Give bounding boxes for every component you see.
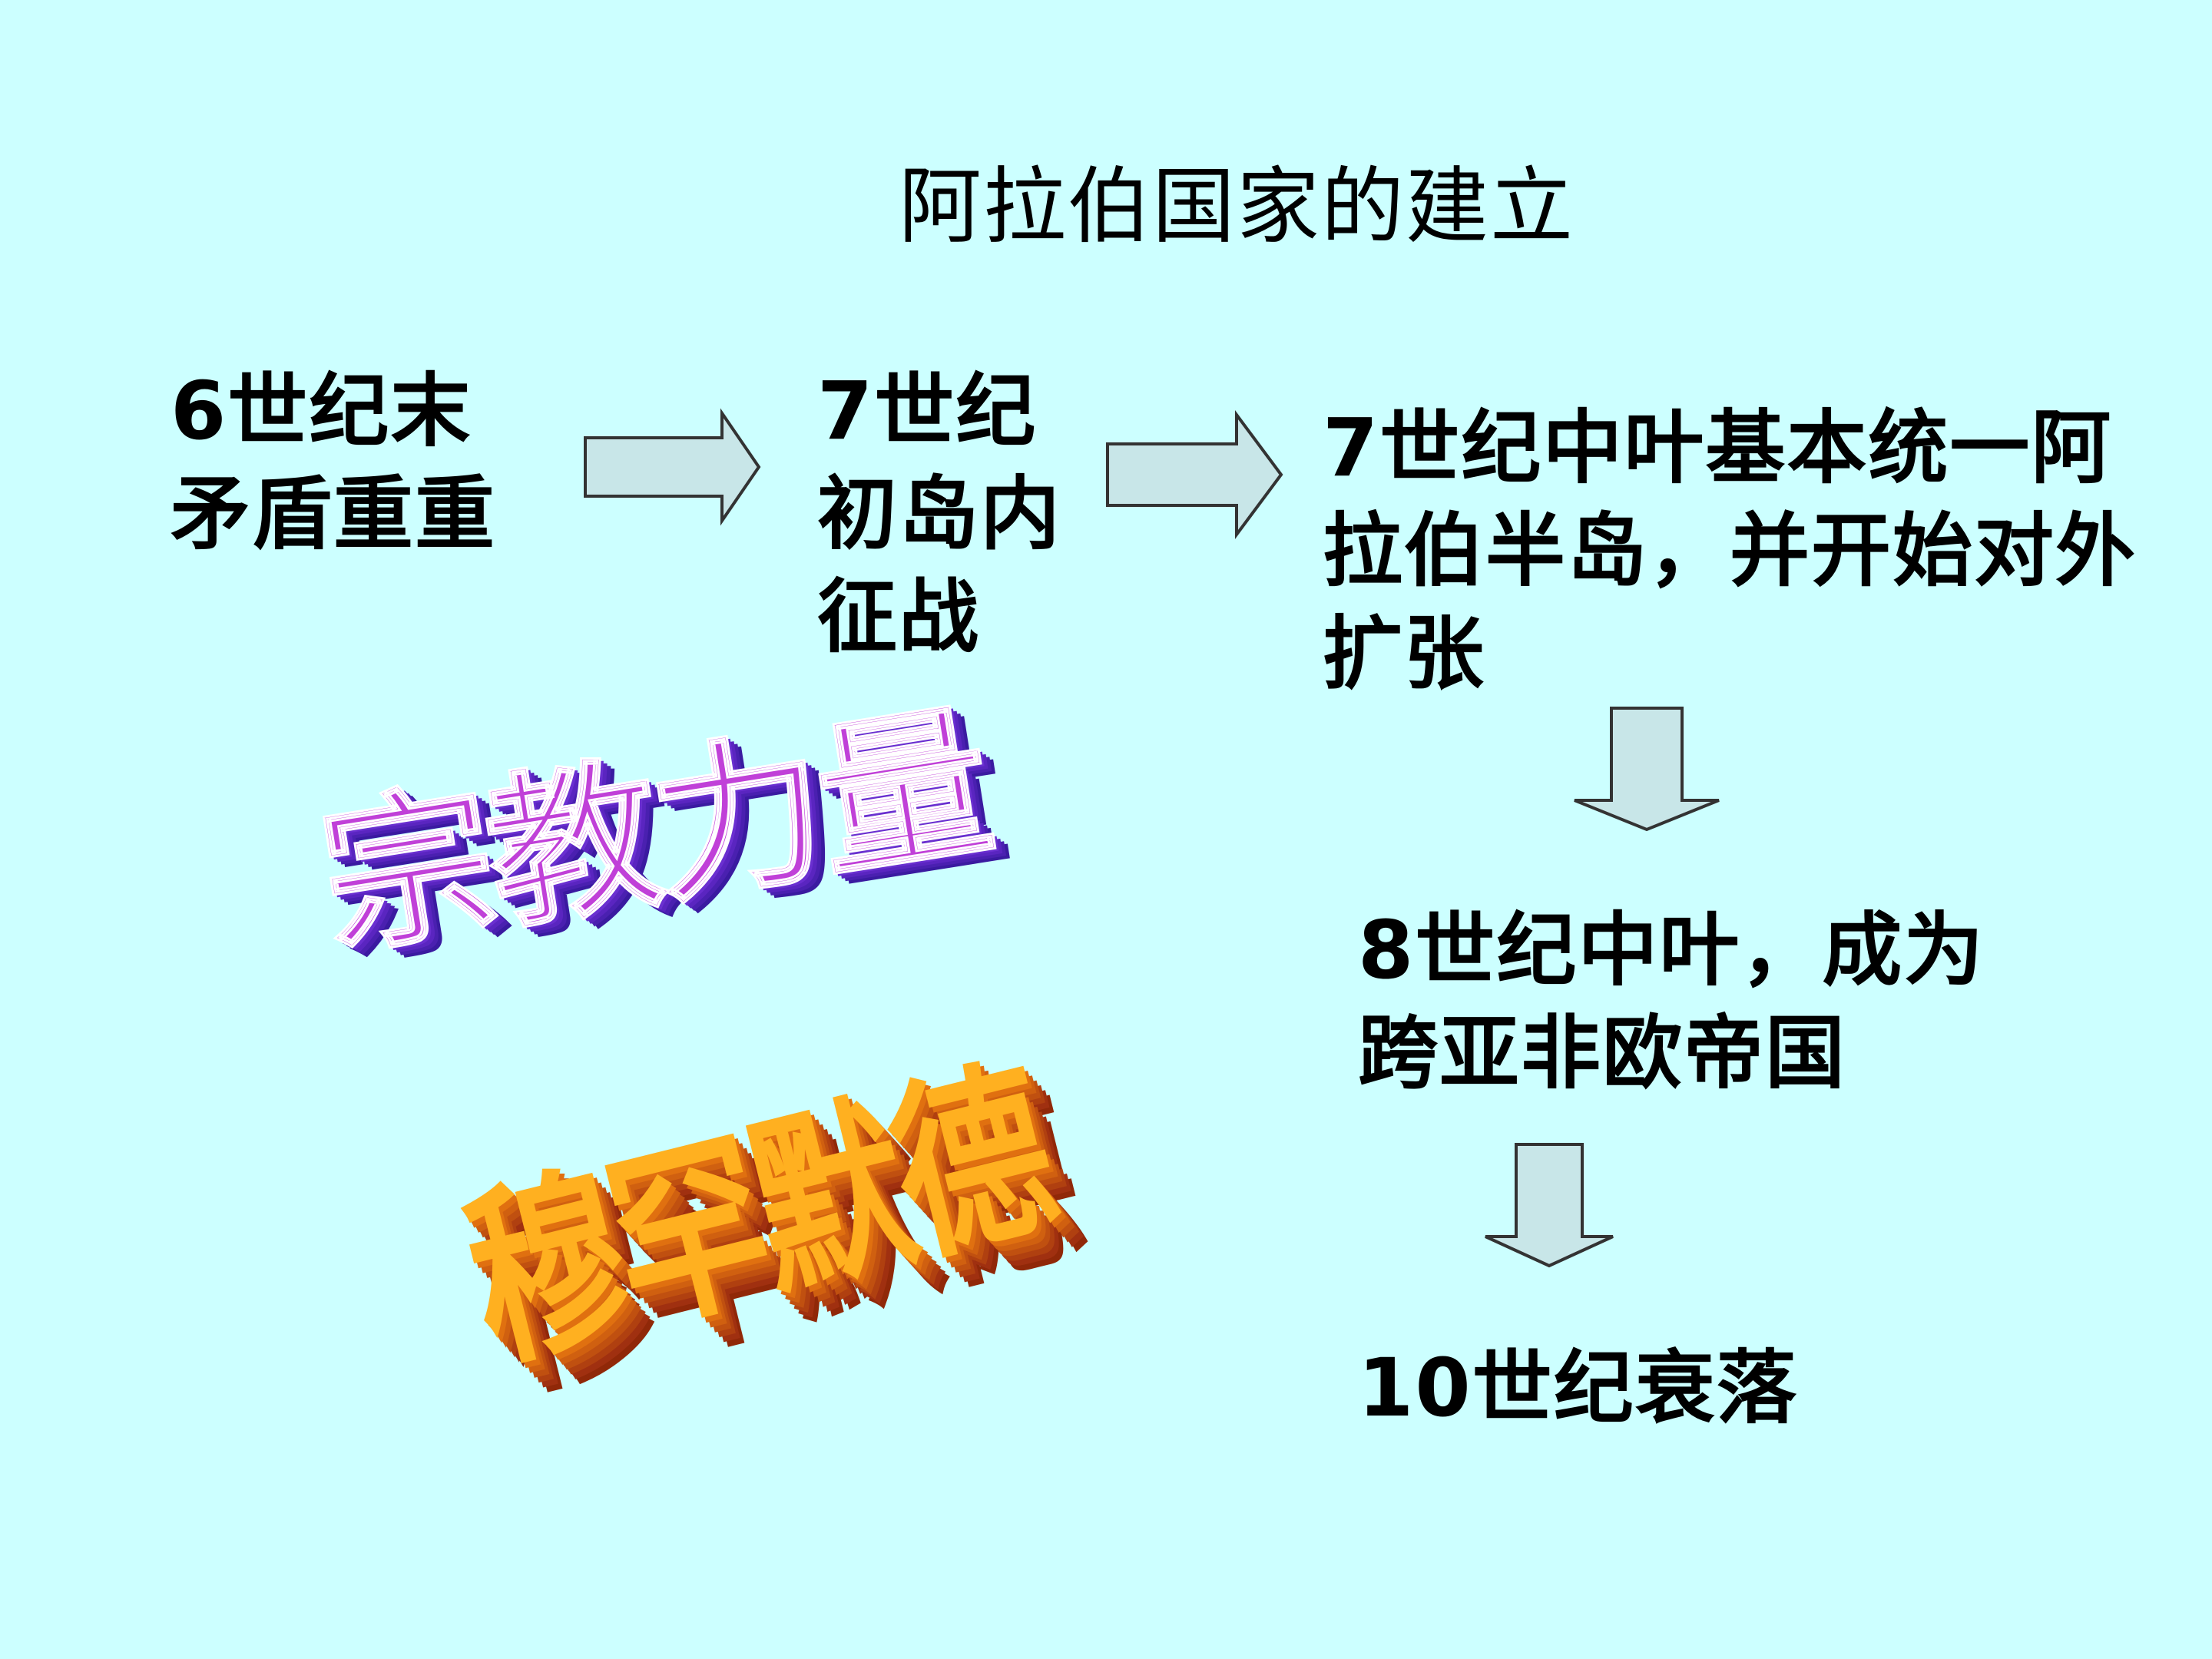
- node-text-line: 征战: [817, 570, 981, 664]
- node-text-line: 初岛内: [817, 467, 1062, 561]
- node-text-line: 拉伯半岛，并开始对外: [1323, 504, 2137, 598]
- node-text-line: 跨亚非欧帝国: [1358, 1006, 1847, 1100]
- node-mid-7th-century: 7世纪中叶基本统一阿 拉伯半岛，并开始对外 扩张: [1323, 396, 2137, 705]
- node-text-line: 7世纪: [817, 364, 1038, 458]
- slide-title: 阿拉伯国家的建立: [899, 159, 1575, 255]
- node-text-line: 7世纪中叶基本统一阿: [1323, 401, 2113, 495]
- right-arrow-icon: [1106, 409, 1283, 540]
- right-arrow-icon: [584, 408, 761, 526]
- node-early-7th-century: 7世纪 初岛内 征战: [817, 359, 1061, 668]
- down-arrow-icon: [1574, 707, 1720, 832]
- node-10th-century: 10世纪衰落: [1358, 1336, 1798, 1439]
- node-text-line: 6世纪末: [171, 364, 472, 458]
- node-text-line: 8世纪中叶，成为: [1358, 903, 1985, 997]
- node-text-line: 矛盾重重: [171, 467, 497, 561]
- node-text-line: 10世纪衰落: [1358, 1341, 1798, 1435]
- node-late-6th-century: 6世纪末 矛盾重重: [171, 359, 496, 565]
- down-arrow-icon: [1485, 1143, 1614, 1268]
- node-text-line: 扩张: [1323, 607, 1486, 700]
- node-mid-8th-century: 8世纪中叶，成为 跨亚非欧帝国: [1358, 899, 1985, 1104]
